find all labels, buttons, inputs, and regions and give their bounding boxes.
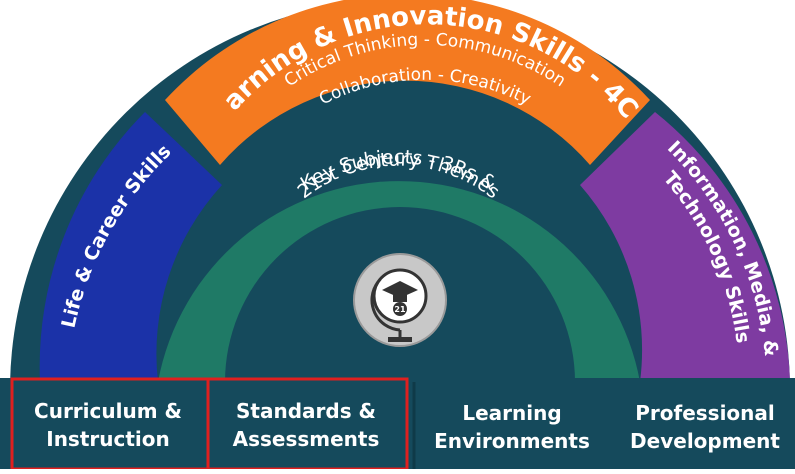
support-label-line2: Assessments	[233, 427, 380, 451]
support-label-line1: Professional	[635, 401, 775, 425]
globe-graduation-cap-icon: 21	[353, 253, 447, 347]
information-media-technology-arc	[580, 112, 790, 382]
support-standards-assessments[interactable]: Standards & Assessments	[206, 377, 409, 471]
support-systems-bar	[0, 378, 795, 469]
support-label-line2: Instruction	[46, 427, 170, 451]
support-label-line1: Learning	[462, 401, 561, 425]
support-label-line1: Standards &	[236, 399, 376, 423]
learning-innovation-arc	[165, 0, 650, 165]
support-professional-development[interactable]: Professional Development	[630, 401, 780, 453]
support-label-line1: Curriculum &	[34, 399, 182, 423]
support-label-line2: Environments	[434, 429, 590, 453]
support-learning-environments[interactable]: Learning Environments	[434, 401, 590, 453]
support-label-line2: Development	[630, 429, 780, 453]
center-badge-number: 21	[394, 305, 406, 314]
life-career-skills-arc	[39, 112, 222, 382]
